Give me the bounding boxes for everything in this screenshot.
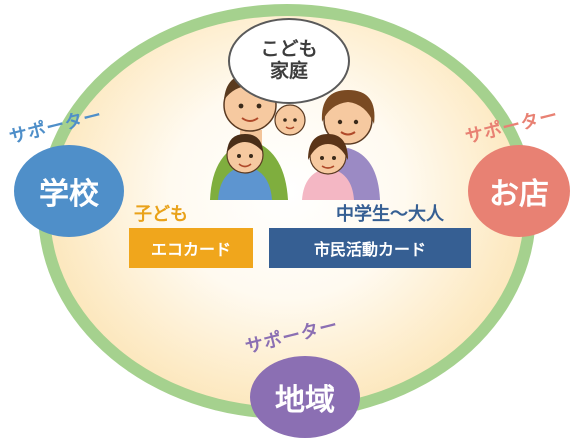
adults-caption: 中学生〜大人 xyxy=(336,204,444,225)
eco-card: エコカード xyxy=(129,228,253,268)
region-label: 地域 xyxy=(275,383,335,418)
bubble-line-2: 家庭 xyxy=(269,60,308,82)
bubble-line-1: こども xyxy=(260,38,318,61)
boy-figure xyxy=(218,134,272,200)
kids-caption: 子ども xyxy=(134,204,188,225)
eco-card-label: エコカード xyxy=(150,240,231,259)
shop-label: お店 xyxy=(489,177,549,212)
region-node: 地域 xyxy=(250,356,360,438)
civic-activity-card: 市民活動カード xyxy=(269,228,471,268)
school-node: 学校 xyxy=(14,145,124,237)
civic-card-label: 市民活動カード xyxy=(313,240,426,259)
school-label: 学校 xyxy=(39,177,99,212)
girl-figure xyxy=(302,134,354,200)
baby-figure xyxy=(274,104,306,136)
shop-node: お店 xyxy=(468,145,570,237)
speech-bubble: こども 家庭 xyxy=(228,18,350,104)
